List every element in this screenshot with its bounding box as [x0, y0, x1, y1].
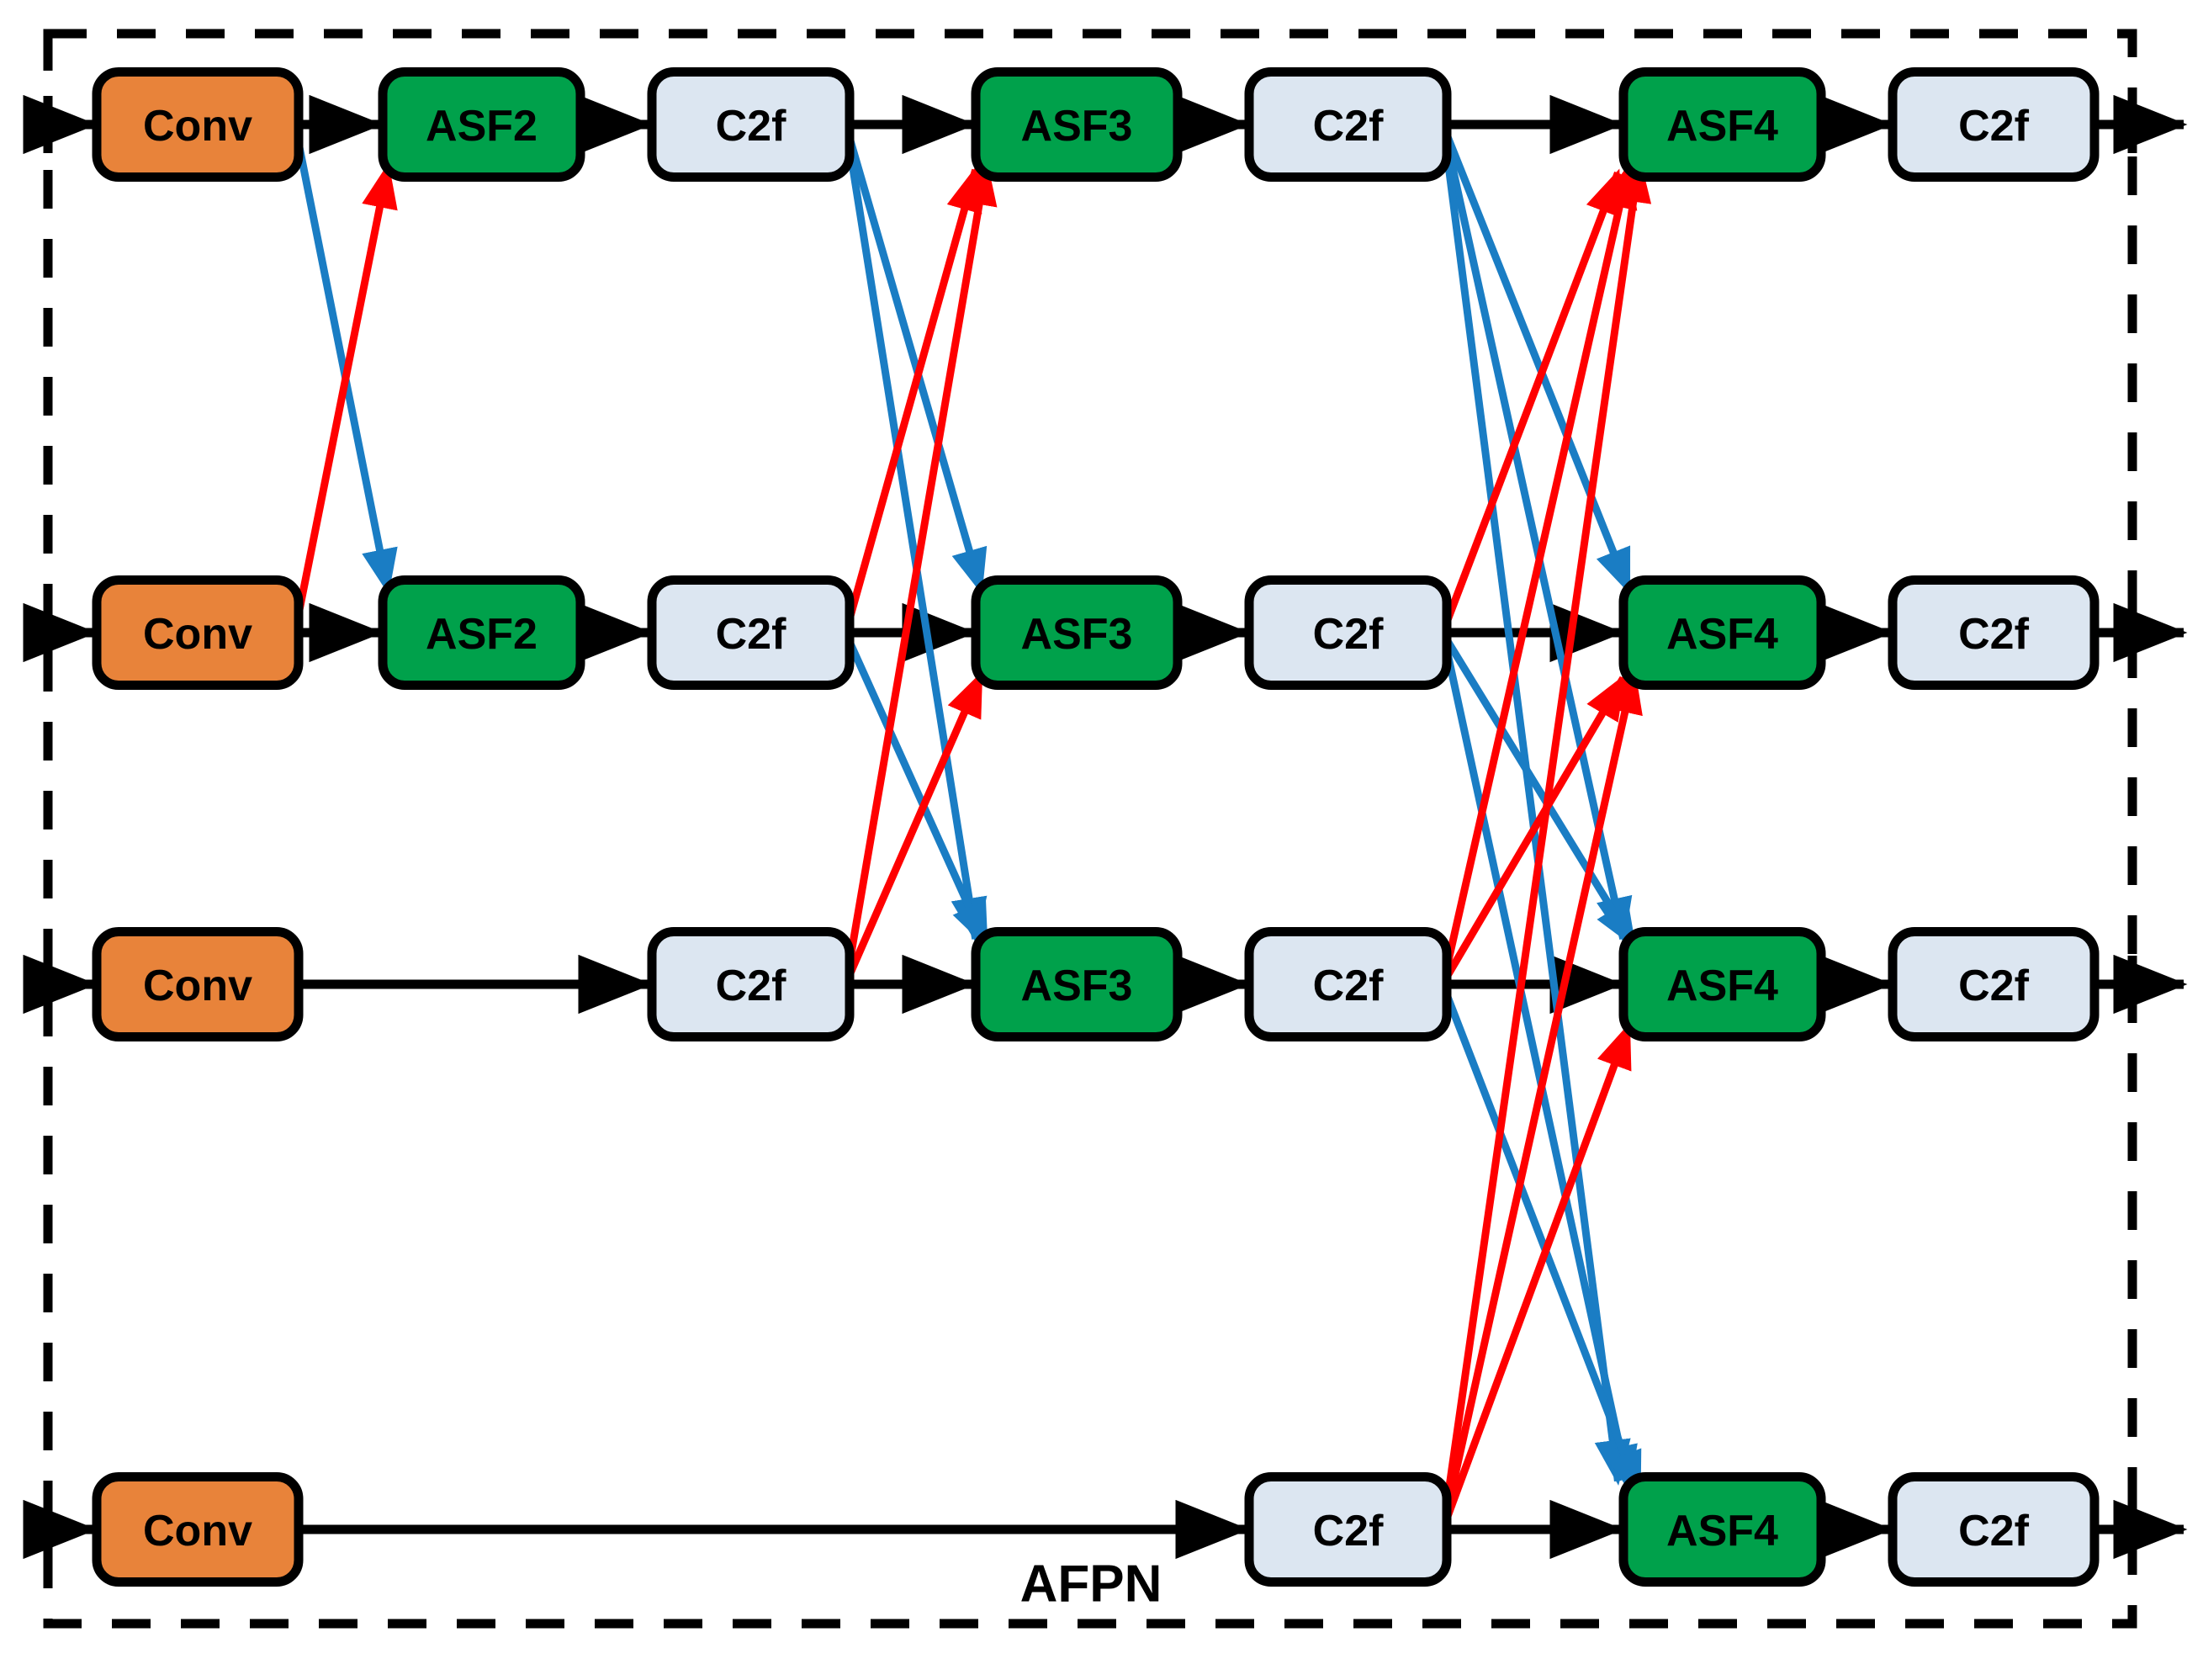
node-c2f-n_r1c3[interactable]: C2f: [647, 67, 855, 182]
node-c2f-n_r1c5[interactable]: C2f: [1244, 67, 1452, 182]
node-label: C2f: [1313, 1507, 1384, 1555]
upsample-arrow: [291, 162, 398, 632]
node-label: ASF3: [1021, 962, 1133, 1010]
afpn-group-border: [43, 29, 2137, 1629]
node-label: C2f: [716, 962, 786, 1010]
downsample-edges-layer: [291, 125, 1643, 1497]
downsample-arrow: [1439, 125, 1631, 1486]
node-box: [1244, 575, 1452, 690]
node-c2f-n_r2c5[interactable]: C2f: [1244, 575, 1452, 690]
node-box: [647, 927, 855, 1041]
node-asf3-n_r2c4[interactable]: ASF3: [971, 575, 1183, 690]
node-label: ASF4: [1666, 102, 1778, 151]
node-label: ASF4: [1666, 962, 1778, 1010]
node-label: ASF2: [426, 610, 538, 659]
node-conv-n_r1c1[interactable]: Conv: [92, 67, 304, 182]
node-box: [378, 575, 585, 690]
downsample-arrow: [1440, 632, 1638, 949]
node-box: [1244, 1472, 1452, 1587]
upsample-edges-layer: [291, 156, 1652, 1529]
node-box: [1888, 927, 2100, 1041]
upsample-arrow: [1439, 667, 1643, 1529]
downsample-arrow: [1439, 633, 1638, 1492]
afpn-group-label: AFPN: [1020, 1555, 1162, 1613]
node-label: C2f: [1958, 1507, 2029, 1555]
node-box: [1244, 67, 1452, 182]
downsample-arrow: [291, 125, 398, 595]
downsample-arrow: [842, 125, 988, 944]
node-c2f-n_r3c5[interactable]: C2f: [1244, 927, 1452, 1041]
upsample-arrow: [1439, 168, 1622, 633]
node-box: [971, 575, 1183, 690]
node-box: [971, 927, 1183, 1041]
node-box: [1888, 67, 2100, 182]
node-label: Conv: [143, 962, 252, 1010]
node-c2f-n_r2c7[interactable]: C2f: [1888, 575, 2100, 690]
node-c2f-n_r3c7[interactable]: C2f: [1888, 927, 2100, 1041]
node-label: C2f: [1313, 962, 1384, 1010]
upsample-arrow: [1439, 162, 1638, 983]
node-asf4-n_r4c6[interactable]: ASF4: [1618, 1472, 1826, 1587]
downsample-arrow: [842, 125, 988, 595]
downsample-arrow: [1439, 125, 1633, 944]
node-asf4-n_r2c6[interactable]: ASF4: [1618, 575, 1826, 690]
node-label: ASF3: [1021, 102, 1133, 151]
node-asf4-n_r3c6[interactable]: ASF4: [1618, 927, 1826, 1041]
node-c2f-n_r4c5[interactable]: C2f: [1244, 1472, 1452, 1587]
node-box: [1888, 575, 2100, 690]
node-box: [92, 927, 304, 1041]
node-conv-n_r2c1[interactable]: Conv: [92, 575, 304, 690]
node-c2f-n_r3c3[interactable]: C2f: [647, 927, 855, 1041]
forward-edges-layer: [23, 94, 2188, 1560]
node-c2f-n_r2c3[interactable]: C2f: [647, 575, 855, 690]
node-asf2-n_r2c2[interactable]: ASF2: [378, 575, 585, 690]
node-asf2-n_r1c2[interactable]: ASF2: [378, 67, 585, 182]
upsample-arrow: [1440, 674, 1627, 985]
node-box: [1618, 927, 1826, 1041]
upsample-arrow: [842, 165, 982, 633]
upsample-arrow: [1439, 1022, 1633, 1529]
node-label: ASF4: [1666, 1507, 1778, 1555]
node-box: [92, 1472, 304, 1587]
node-asf3-n_r1c4[interactable]: ASF3: [971, 67, 1183, 182]
node-box: [1244, 927, 1452, 1041]
node-c2f-n_r4c7[interactable]: C2f: [1888, 1472, 2100, 1587]
node-box: [1888, 1472, 2100, 1587]
node-box: [1618, 1472, 1826, 1587]
node-asf3-n_r3c4[interactable]: ASF3: [971, 927, 1183, 1041]
node-label: ASF3: [1021, 610, 1133, 659]
node-label: C2f: [716, 610, 786, 659]
node-asf4-n_r1c6[interactable]: ASF4: [1618, 67, 1826, 182]
node-box: [647, 67, 855, 182]
node-label: C2f: [1958, 610, 2029, 659]
node-conv-n_r3c1[interactable]: Conv: [92, 927, 304, 1041]
upsample-arrow: [842, 159, 998, 983]
downsample-arrow: [1439, 125, 1633, 595]
node-label: ASF2: [426, 102, 538, 151]
upsample-arrow: [842, 670, 985, 984]
node-label: C2f: [1958, 962, 2029, 1010]
node-label: C2f: [716, 102, 786, 151]
node-label: Conv: [143, 102, 252, 151]
node-label: Conv: [143, 610, 252, 659]
node-box: [971, 67, 1183, 182]
node-box: [1618, 67, 1826, 182]
node-box: [647, 575, 855, 690]
node-c2f-n_r1c7[interactable]: C2f: [1888, 67, 2100, 182]
downsample-arrow: [1439, 984, 1643, 1497]
node-label: C2f: [1313, 102, 1384, 151]
upsample-arrow: [1439, 156, 1652, 1529]
node-box: [1618, 575, 1826, 690]
node-box: [92, 67, 304, 182]
node-box: [92, 575, 304, 690]
node-label: ASF4: [1666, 610, 1778, 659]
node-label: Conv: [143, 1507, 252, 1555]
node-conv-n_r4c1[interactable]: Conv: [92, 1472, 304, 1587]
node-label: C2f: [1313, 610, 1384, 659]
downsample-arrow: [842, 633, 990, 949]
node-label: C2f: [1958, 102, 2029, 151]
node-box: [378, 67, 585, 182]
